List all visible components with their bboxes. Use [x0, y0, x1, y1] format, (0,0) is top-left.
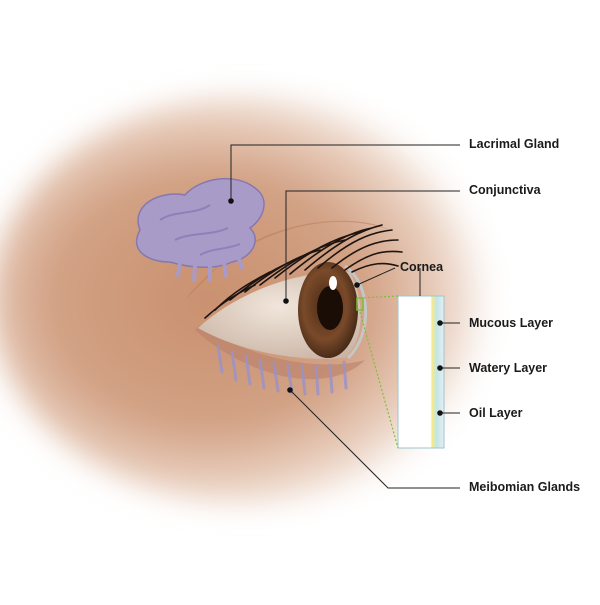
meibomian-gland-strands — [216, 344, 348, 396]
eyelashes — [204, 224, 403, 319]
tear-film-callout — [359, 295, 399, 449]
label-watery-layer: Watery Layer — [469, 361, 548, 375]
label-cornea: Cornea — [400, 260, 444, 274]
label-mucous-layer: Mucous Layer — [469, 316, 554, 330]
leader-lines — [230, 144, 460, 489]
pupil — [317, 286, 343, 330]
label-lacrimal-gland: Lacrimal Gland — [469, 137, 560, 151]
tear-film-panel — [397, 295, 445, 449]
leader-dots — [228, 198, 443, 416]
cornea-surface — [344, 264, 368, 360]
lower-lid — [195, 325, 365, 380]
label-conjunctiva: Conjunctiva — [469, 183, 541, 197]
label-oil-layer: Oil Layer — [469, 406, 523, 420]
tear-film-marker — [356, 297, 364, 311]
label-meibomian-glands: Meibomian Glands — [469, 480, 581, 494]
eye-highlight — [329, 276, 337, 290]
